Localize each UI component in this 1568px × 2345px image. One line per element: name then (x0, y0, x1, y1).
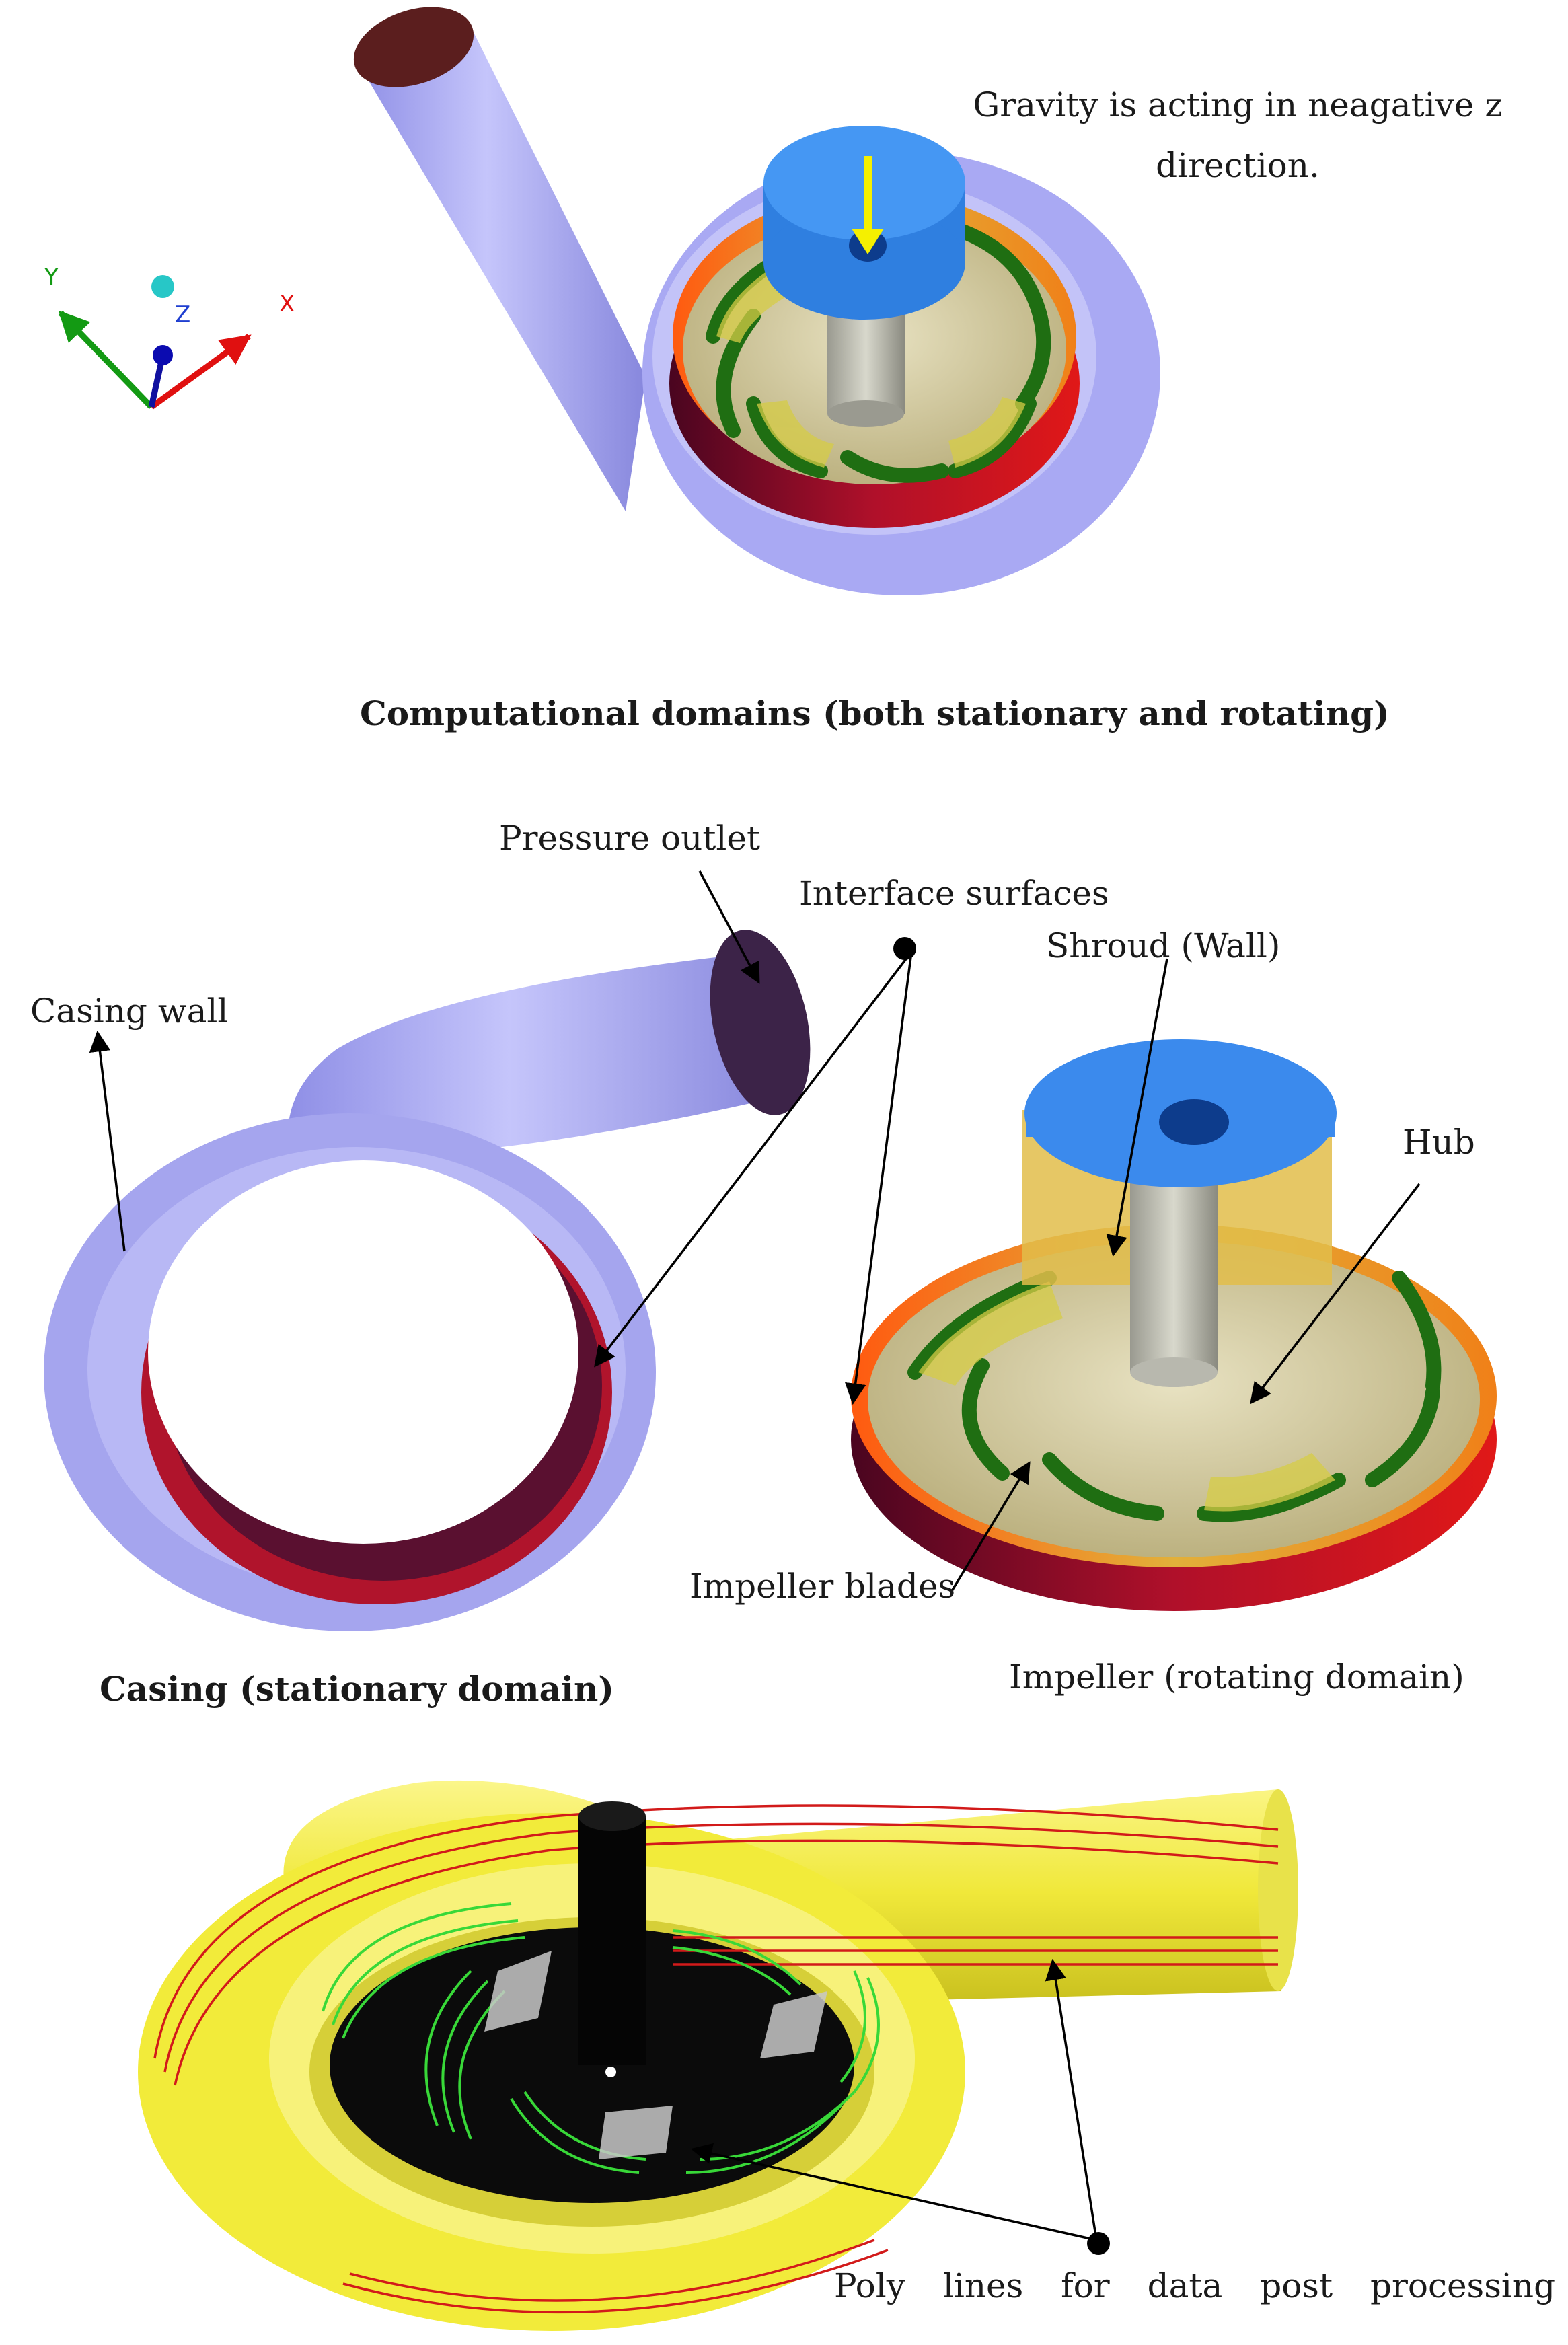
bottom-leader-lines (690, 1958, 1110, 2255)
pressure-outlet-face (710, 930, 811, 1115)
casing-inner-opening (148, 1160, 578, 1544)
interface-surfaces-label: Interface surfaces (799, 874, 1109, 913)
gravity-note-line-2: direction. (1156, 146, 1320, 185)
z-axis-label: Z (175, 301, 191, 328)
pressure-outlet-label: Pressure outlet (499, 819, 761, 858)
green-polylines (322, 1902, 880, 2174)
z-axis-head (153, 345, 173, 365)
impeller-caption: Impeller (rotating domain) (1009, 1658, 1464, 1697)
top-outlet-opening (353, 7, 474, 87)
x-axis-label: X (279, 291, 295, 318)
axes-triad (58, 275, 252, 410)
impeller-hub-shaft (1130, 1177, 1218, 1372)
impeller-blades-label: Impeller blades (689, 1567, 956, 1606)
y-axis-arrow (58, 310, 154, 410)
top-caption: Computational domains (both stationary a… (360, 694, 1390, 733)
bottom-shaft (578, 1816, 646, 2065)
bottom-pump-assembly (138, 1780, 1298, 2331)
interface-callout-dot (893, 937, 916, 960)
casing-stationary (44, 930, 811, 1631)
casing-wall-label: Casing wall (30, 992, 229, 1031)
y-axis-label: Y (44, 264, 59, 291)
impeller-blades-group (907, 1271, 1442, 1522)
x-axis-arrow (149, 334, 252, 410)
shroud-label: Shroud (Wall) (1046, 926, 1281, 965)
impeller-rotating (851, 1039, 1497, 1611)
gravity-note-line-1: Gravity is acting in neagative z (973, 85, 1503, 124)
polylines-label: Poly lines for data post processing (834, 2266, 1556, 2305)
hub-label: Hub (1403, 1123, 1475, 1162)
top-pump-assembly (353, 7, 1160, 595)
polyline-callout-dot (1087, 2232, 1110, 2255)
red-polylines (153, 1804, 1279, 2314)
casing-caption: Casing (stationary domain) (100, 1669, 614, 1709)
top-discharge-pipe (357, 27, 646, 511)
impeller-hub-bore (1159, 1099, 1229, 1145)
middle-leader-lines (89, 870, 1421, 1592)
origin-sphere (151, 275, 174, 298)
